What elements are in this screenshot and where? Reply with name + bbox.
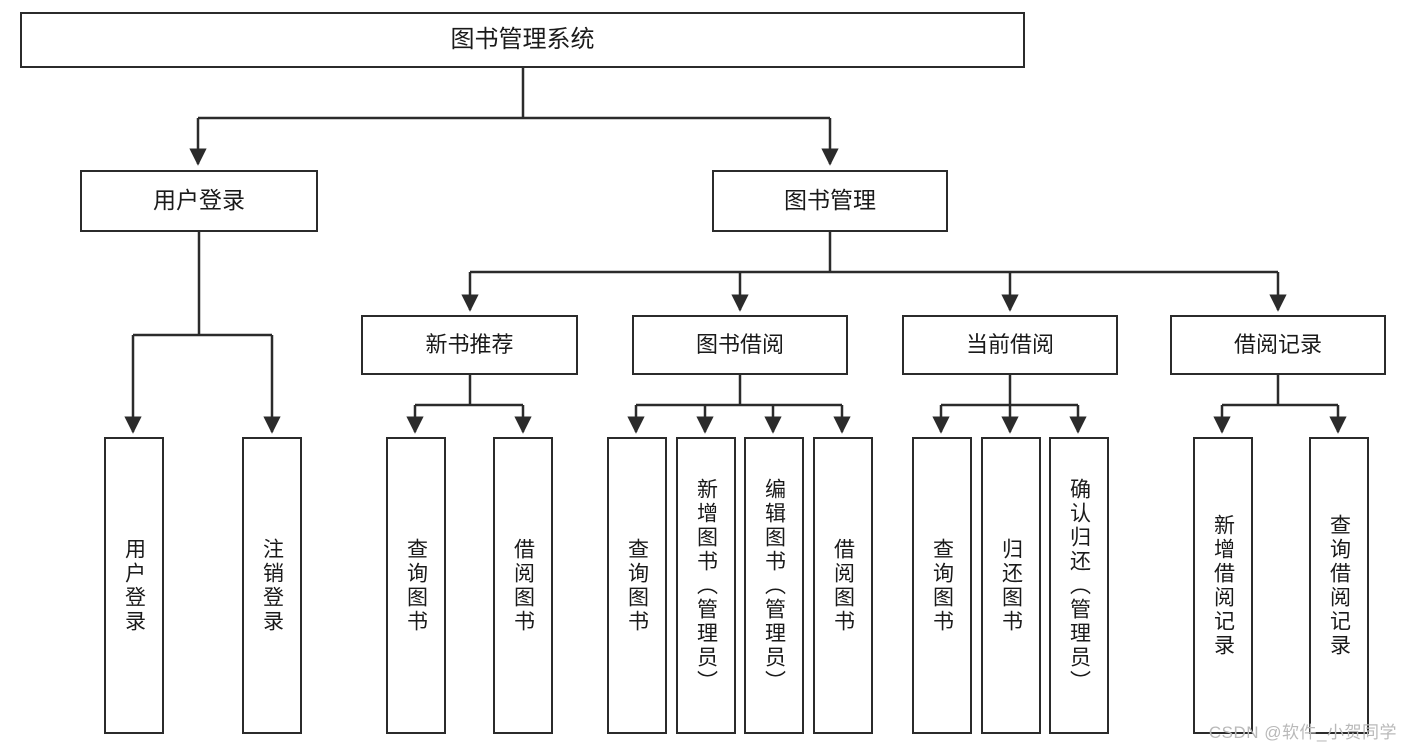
- leaf-borrow-book-2-label: 借阅图书: [831, 537, 855, 634]
- node-book-borrow[interactable]: 图书借阅: [632, 315, 848, 375]
- leaf-confirm-return[interactable]: 确认归还（管理员）: [1049, 437, 1109, 734]
- leaf-add-record-label: 新增借阅记录: [1211, 513, 1235, 658]
- node-book-manage[interactable]: 图书管理: [712, 170, 948, 232]
- leaf-query-book-3[interactable]: 查询图书: [912, 437, 972, 734]
- leaf-borrow-book-2[interactable]: 借阅图书: [813, 437, 873, 734]
- node-current-borrow-label: 当前借阅: [965, 331, 1054, 357]
- leaf-query-book-1-label: 查询图书: [404, 537, 428, 634]
- node-user-login-label: 用户登录: [153, 187, 245, 214]
- node-book-borrow-label: 图书借阅: [695, 331, 784, 357]
- leaf-query-book-1[interactable]: 查询图书: [386, 437, 446, 734]
- node-book-manage-label: 图书管理: [784, 187, 876, 214]
- node-new-book-recommend-label: 新书推荐: [425, 331, 514, 357]
- node-root-system[interactable]: 图书管理系统: [20, 12, 1025, 68]
- leaf-add-record[interactable]: 新增借阅记录: [1193, 437, 1253, 734]
- leaf-confirm-return-label: 确认归还（管理员）: [1067, 477, 1091, 694]
- node-borrow-record[interactable]: 借阅记录: [1170, 315, 1386, 375]
- node-root-label: 图书管理系统: [450, 25, 595, 53]
- leaf-add-book-label: 新增图书（管理员）: [694, 477, 718, 694]
- leaf-return-book-label: 归还图书: [999, 537, 1023, 634]
- leaf-user-login-label: 用户登录: [122, 537, 146, 634]
- leaf-edit-book-label: 编辑图书（管理员）: [762, 477, 786, 694]
- leaf-query-record-label: 查询借阅记录: [1327, 513, 1351, 658]
- leaf-return-book[interactable]: 归还图书: [981, 437, 1041, 734]
- node-borrow-record-label: 借阅记录: [1233, 331, 1322, 357]
- leaf-borrow-book-1-label: 借阅图书: [511, 537, 535, 634]
- node-current-borrow[interactable]: 当前借阅: [902, 315, 1118, 375]
- leaf-logout-label: 注销登录: [260, 537, 284, 634]
- leaf-query-record[interactable]: 查询借阅记录: [1309, 437, 1369, 734]
- leaf-borrow-book-1[interactable]: 借阅图书: [493, 437, 553, 734]
- leaf-query-book-2-label: 查询图书: [625, 537, 649, 634]
- node-user-login[interactable]: 用户登录: [80, 170, 318, 232]
- leaf-query-book-3-label: 查询图书: [930, 537, 954, 634]
- node-new-book-recommend[interactable]: 新书推荐: [361, 315, 578, 375]
- leaf-add-book[interactable]: 新增图书（管理员）: [676, 437, 736, 734]
- leaf-edit-book[interactable]: 编辑图书（管理员）: [744, 437, 804, 734]
- leaf-query-book-2[interactable]: 查询图书: [607, 437, 667, 734]
- leaf-logout[interactable]: 注销登录: [242, 437, 302, 734]
- leaf-user-login[interactable]: 用户登录: [104, 437, 164, 734]
